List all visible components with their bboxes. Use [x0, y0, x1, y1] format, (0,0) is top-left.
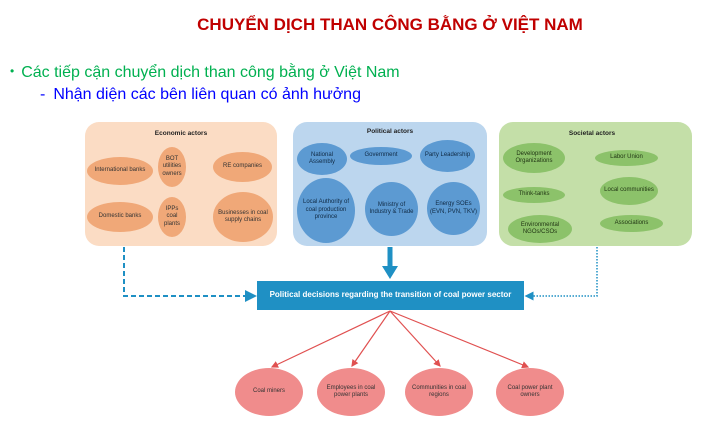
actor-labor-union: Labor Union: [595, 150, 658, 166]
actor-party-leadership: Party Leadership: [420, 140, 475, 172]
impacted-power-plant-employees: Employees in coal power plants: [317, 368, 385, 416]
impacted-coal-communities: Communities in coal regions: [405, 368, 473, 416]
actor-energy-soes: Energy SOEs (EVN, PVN, TKV): [427, 182, 480, 235]
dash-icon: -: [40, 86, 46, 103]
actor-international-banks: International banks: [87, 157, 153, 185]
economic-title: Economic actors: [154, 130, 208, 137]
impact-arrows: [270, 310, 530, 369]
actor-domestic-banks: Domestic banks: [87, 202, 153, 232]
actor-coal-businesses: Businesses in coal supply chains: [213, 192, 273, 242]
actor-re-companies: RE companies: [213, 152, 272, 182]
actor-bot-owners: BOT utilities owners: [158, 147, 186, 187]
actor-national-assembly: National Assembly: [297, 143, 347, 175]
political-title: Political actors: [366, 128, 414, 135]
impacted-plant-owners: Coal power plant owners: [496, 368, 564, 416]
societal-arrow: [524, 247, 598, 301]
political-decisions-box: Political decisions regarding the transi…: [257, 281, 524, 310]
bullet-item: • Các tiếp cận chuyển dịch than công bằng…: [10, 64, 400, 82]
bullet-icon: •: [10, 64, 15, 78]
bullet-text: Các tiếp cận chuyển dịch than công bằng …: [21, 64, 400, 81]
actor-development-orgs: Development Organizations: [503, 143, 565, 173]
actor-associations: Associations: [600, 215, 663, 232]
societal-title: Societal actors: [568, 130, 616, 137]
actor-ministry-industry-trade: Ministry of Industry & Trade: [365, 182, 418, 236]
economic-arrow: [123, 247, 257, 302]
sub-bullet-text: Nhận diện các bên liên quan có ảnh hưởng: [53, 86, 361, 103]
slide-title: CHUYỂN DỊCH THAN CÔNG BẰNG Ở VIỆT NAM: [197, 15, 583, 34]
actor-local-communities: Local communities: [600, 177, 658, 205]
actor-local-authority: Local Authority of coal production provi…: [297, 178, 355, 243]
actor-think-tanks: Think-tanks: [503, 187, 565, 203]
actor-environmental-ngos: Environmental NGOs/CSOs: [508, 215, 572, 243]
actor-government: Government: [350, 147, 412, 165]
impacted-coal-miners: Coal miners: [235, 368, 303, 416]
sub-bullet-item: -Nhận diện các bên liên quan có ảnh hưởn…: [40, 86, 361, 104]
actor-ipps: IPPs coal plants: [158, 197, 186, 237]
